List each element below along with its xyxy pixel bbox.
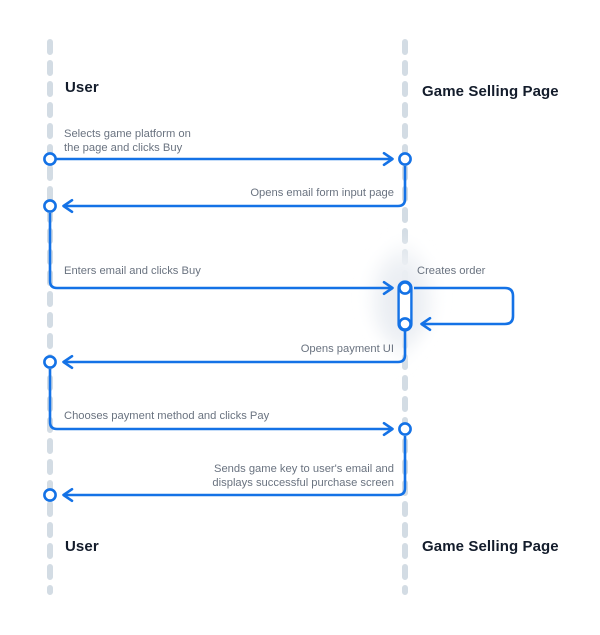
participant-bottom-label-user: User [65,538,99,555]
message-labels: Selects game platform on the page and cl… [64,128,486,489]
message-6-group[interactable] [48,369,394,437]
message-6-line [48,369,392,431]
message-node-page-1[interactable] [398,152,412,166]
message-4-self-loop-line [414,286,515,326]
message-4-self-loop-group[interactable] [414,286,515,332]
message-node-page-6[interactable] [398,422,412,436]
message-3-arrowhead [382,280,394,296]
message-node-user-1[interactable] [43,152,57,166]
message-3-group[interactable] [48,213,394,296]
participant-top-label-game-selling-page: Game Selling Page [422,83,559,100]
participant-bottom-label-game-selling-page: Game Selling Page [422,538,559,555]
message-7-label-line-2: displays successful purchase screen [212,477,394,489]
message-node-user-7[interactable] [43,488,57,502]
message-1-label-line-1: Selects game platform on [64,128,191,140]
message-2-group[interactable] [62,166,407,214]
message-node-page-4[interactable] [398,317,412,331]
message-node-page-3[interactable] [398,281,412,295]
message-6-label: Chooses payment method and clicks Pay [64,410,270,422]
lifeline-group [47,39,408,595]
message-1-group[interactable] [56,151,394,167]
message-5-label: Opens payment UI [301,343,394,355]
message-7-arrowhead [62,487,74,503]
message-7-line [64,436,407,497]
participant-headers-bottom: User Game Selling Page [65,538,559,555]
message-6-arrowhead [382,421,394,437]
message-5-group[interactable] [62,331,407,370]
message-2-label: Opens email form input page [250,187,394,199]
message-3-label: Enters email and clicks Buy [64,265,201,277]
message-node-user-5[interactable] [43,355,57,369]
message-1-arrowhead [382,151,394,167]
message-4-arrowhead [420,316,432,332]
message-4-label: Creates order [417,265,486,277]
message-5-line [64,331,407,364]
message-5-arrowhead [62,354,74,370]
message-3-line [48,213,392,290]
message-1-label-line-2: the page and clicks Buy [64,142,183,154]
message-2-arrowhead [62,198,74,214]
message-node-group [43,152,412,502]
message-7-label-line-1: Sends game key to user's email and [214,463,394,475]
message-7-group[interactable] [62,436,407,503]
message-2-line [64,166,407,208]
participant-top-label-user: User [65,79,99,96]
message-node-user-2[interactable] [43,199,57,213]
participant-headers-top: User Game Selling Page [65,79,559,100]
